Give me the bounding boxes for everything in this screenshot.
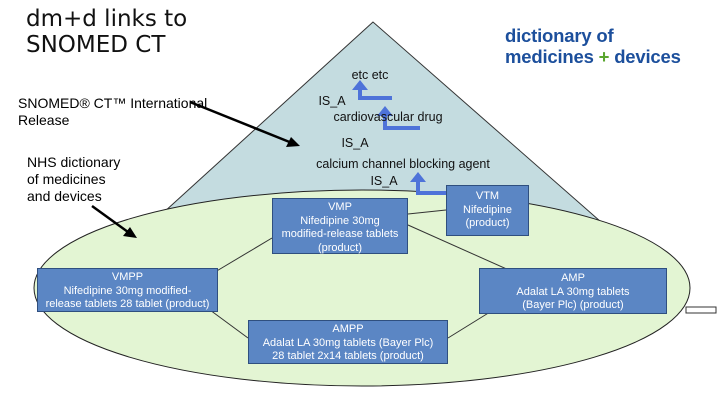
ampp-line-1: Adalat LA 30mg tablets (Bayer Plc): [262, 336, 434, 349]
is-a-arrow-3: [416, 180, 452, 195]
vmp-box: VMP Nifedipine 30mg modified-release tab…: [272, 198, 408, 254]
vmp-line-2: modified-release tablets: [281, 228, 399, 240]
page-title: dm+d links to SNOMED CT: [26, 6, 187, 58]
link-vmpp-ampp: [209, 309, 249, 339]
logo-devices: devices: [614, 46, 681, 67]
dmd-logo: dictionary of medicines + devices: [505, 25, 681, 67]
vmpp-line-1: Nifedipine 30mg modified-: [63, 284, 192, 297]
snomed-label-line-2: Release: [18, 112, 70, 128]
vmp-title: VMP: [328, 201, 352, 213]
snomed-label-line-1: SNOMED® CT™ International: [18, 95, 208, 111]
link-vmp-vmpp: [209, 237, 273, 276]
link-vmp-vtm: [407, 209, 447, 215]
pointer-arrow-snomed: [189, 100, 293, 145]
logo-medicines: medicines: [505, 46, 594, 67]
is-a-label-3: IS_A: [370, 174, 398, 188]
vmpp-line-2: release tablets 28 tablet (product): [45, 298, 210, 310]
vmp-line-3: (product): [317, 241, 363, 254]
vtm-box: VTM Nifedipine (product): [446, 185, 529, 236]
is-a-arrowhead-2: [377, 106, 393, 116]
is-a-arrowhead-1: [352, 80, 368, 90]
nhs-label-line-2: of medicines: [27, 171, 106, 187]
vtm-title: VTM: [475, 190, 500, 202]
title-line-2: SNOMED CT: [26, 32, 166, 58]
vtm-line-1: Nifedipine: [463, 203, 512, 216]
is-a-label-1: IS_A: [318, 94, 346, 108]
pointer-arrowhead-snomed: [286, 137, 300, 147]
nhs-label: NHS dictionary of medicines and devices: [27, 154, 120, 205]
nhs-label-line-1: NHS dictionary: [27, 154, 121, 170]
is-a-label-2: IS_A: [341, 136, 369, 150]
vtm-line-2: (product): [465, 217, 510, 229]
snomed-label: SNOMED® CT™ International Release: [18, 95, 207, 129]
amp-title: AMP: [561, 272, 585, 284]
link-amp-ampp: [447, 311, 491, 339]
vmp-line-1: Nifedipine 30mg: [300, 214, 380, 227]
vmpp-box: VMPP Nifedipine 30mg modified- release t…: [37, 268, 218, 312]
ampp-title: AMPP: [332, 323, 364, 335]
dmd-ellipse: [33, 189, 691, 387]
title-line-1: dm+d links to: [26, 6, 188, 32]
is-a-arrow-1: [358, 88, 392, 100]
link-vmp-amp: [407, 224, 521, 276]
vmpp-title: VMPP: [111, 271, 144, 283]
logo-plus: +: [598, 46, 610, 67]
amp-line-2: (Bayer Plc) (product): [522, 299, 624, 311]
pointer-arrowhead-nhs: [123, 227, 137, 238]
pointer-arrow-nhs: [91, 204, 129, 234]
amp-box: AMP Adalat LA 30mg tablets (Bayer Plc) (…: [479, 268, 667, 314]
ampp-line-2: 28 tablet 2x14 tablets (product): [272, 350, 424, 362]
corner-mark: [685, 306, 717, 314]
amp-line-1: Adalat LA 30mg tablets: [516, 285, 630, 298]
calcium-channel-label: calcium channel blocking agent: [316, 157, 490, 171]
logo-line-2: medicines + devices: [505, 46, 681, 67]
is-a-arrow-2: [383, 114, 420, 130]
ampp-box: AMPP Adalat LA 30mg tablets (Bayer Plc) …: [248, 320, 448, 364]
cardiovascular-drug-label: cardiovascular drug: [333, 110, 443, 124]
nhs-label-line-3: and devices: [27, 188, 102, 204]
etc-label: etc etc: [351, 68, 389, 82]
is-a-arrowhead-3: [410, 172, 426, 182]
logo-line-1: dictionary of: [505, 25, 614, 46]
